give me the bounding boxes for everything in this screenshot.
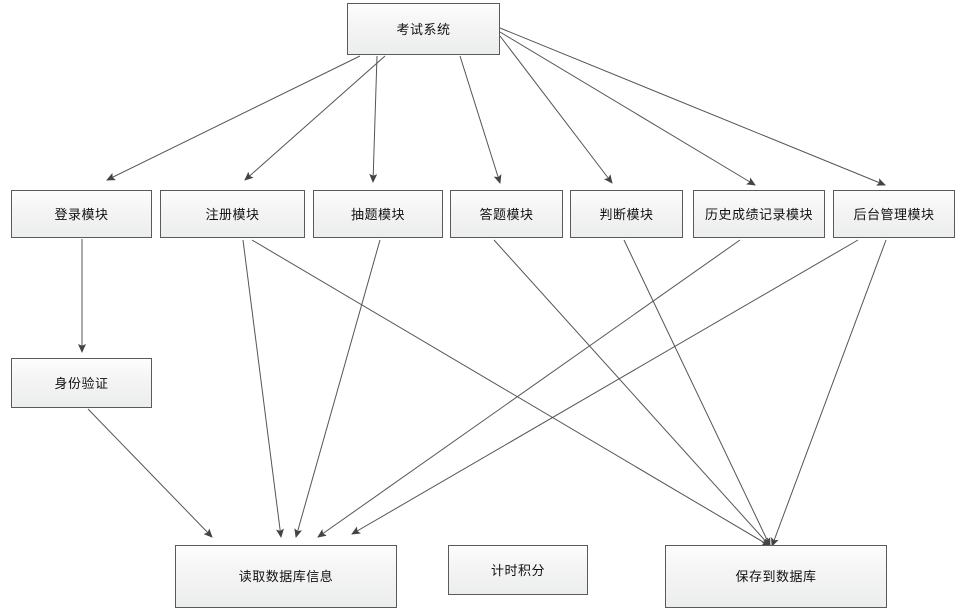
edge-auth-to-readdb [87, 408, 213, 538]
node-savedb[interactable]: 保存到数据库 [665, 545, 887, 608]
edge-root-to-admin [499, 27, 886, 186]
node-login[interactable]: 登录模块 [11, 190, 152, 238]
node-label-answer: 答题模块 [479, 206, 534, 222]
edge-root-to-answer [459, 55, 502, 184]
node-auth[interactable]: 身份验证 [11, 358, 152, 408]
node-history[interactable]: 历史成绩记录模块 [693, 190, 825, 238]
node-timer[interactable]: 计时积分 [448, 545, 588, 595]
node-label-timer: 计时积分 [490, 562, 545, 578]
edge-root-to-register [244, 55, 386, 181]
node-admin[interactable]: 后台管理模块 [833, 190, 955, 238]
node-register[interactable]: 注册模块 [160, 190, 305, 238]
node-label-judge: 判断模块 [599, 206, 654, 222]
node-label-history: 历史成绩记录模块 [704, 206, 813, 222]
node-draw[interactable]: 抽题模块 [313, 190, 443, 238]
edge-register-to-savedb [251, 239, 771, 547]
edge-judge-to-savedb [623, 239, 771, 547]
node-root[interactable]: 考试系统 [347, 3, 500, 55]
node-label-savedb: 保存到数据库 [735, 569, 817, 584]
node-label-admin: 后台管理模块 [853, 206, 935, 222]
edge-root-to-login [106, 55, 361, 181]
node-label-draw: 抽题模块 [350, 206, 405, 222]
node-answer[interactable]: 答题模块 [450, 190, 563, 238]
edge-root-to-draw [369, 55, 378, 183]
edge-admin-to-savedb [771, 239, 887, 547]
node-readdb[interactable]: 读取数据库信息 [175, 545, 397, 608]
node-judge[interactable]: 判断模块 [570, 190, 683, 238]
edge-register-to-readdb [242, 239, 284, 538]
edge-root-to-history [499, 31, 756, 186]
edge-root-to-judge [499, 35, 613, 184]
node-label-login: 登录模块 [54, 206, 109, 222]
node-label-auth: 身份验证 [54, 375, 109, 391]
edge-answer-to-savedb [493, 239, 771, 547]
node-label-register: 注册模块 [205, 206, 260, 222]
edge-admin-to-readdb [351, 239, 859, 535]
node-label-readdb: 读取数据库信息 [238, 569, 334, 584]
connector-lines [78, 27, 887, 547]
edge-history-to-readdb [317, 239, 741, 538]
edge-draw-to-readdb [294, 239, 381, 538]
node-label-root: 考试系统 [396, 21, 451, 37]
